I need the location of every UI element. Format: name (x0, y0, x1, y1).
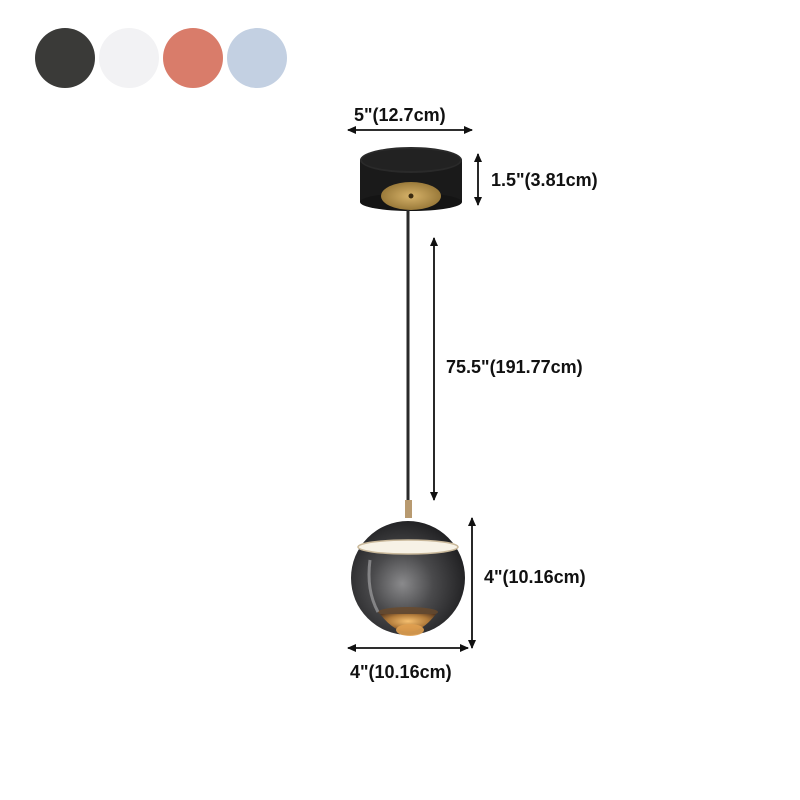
canopy-width-label: 5"(12.7cm) (354, 105, 446, 125)
shade-width-label: 4"(10.16cm) (350, 662, 452, 682)
cord-grip (405, 500, 412, 518)
canopy-height-label: 1.5"(3.81cm) (491, 170, 598, 190)
globe-shade (351, 521, 465, 636)
swatch-white[interactable] (99, 28, 159, 88)
cord-length-label: 75.5"(191.77cm) (446, 357, 583, 377)
swatch-rose[interactable] (163, 28, 223, 88)
swatch-black[interactable] (35, 28, 95, 88)
shade-height-label: 4"(10.16cm) (484, 567, 586, 587)
swatch-blue[interactable] (227, 28, 287, 88)
canopy (360, 147, 462, 211)
